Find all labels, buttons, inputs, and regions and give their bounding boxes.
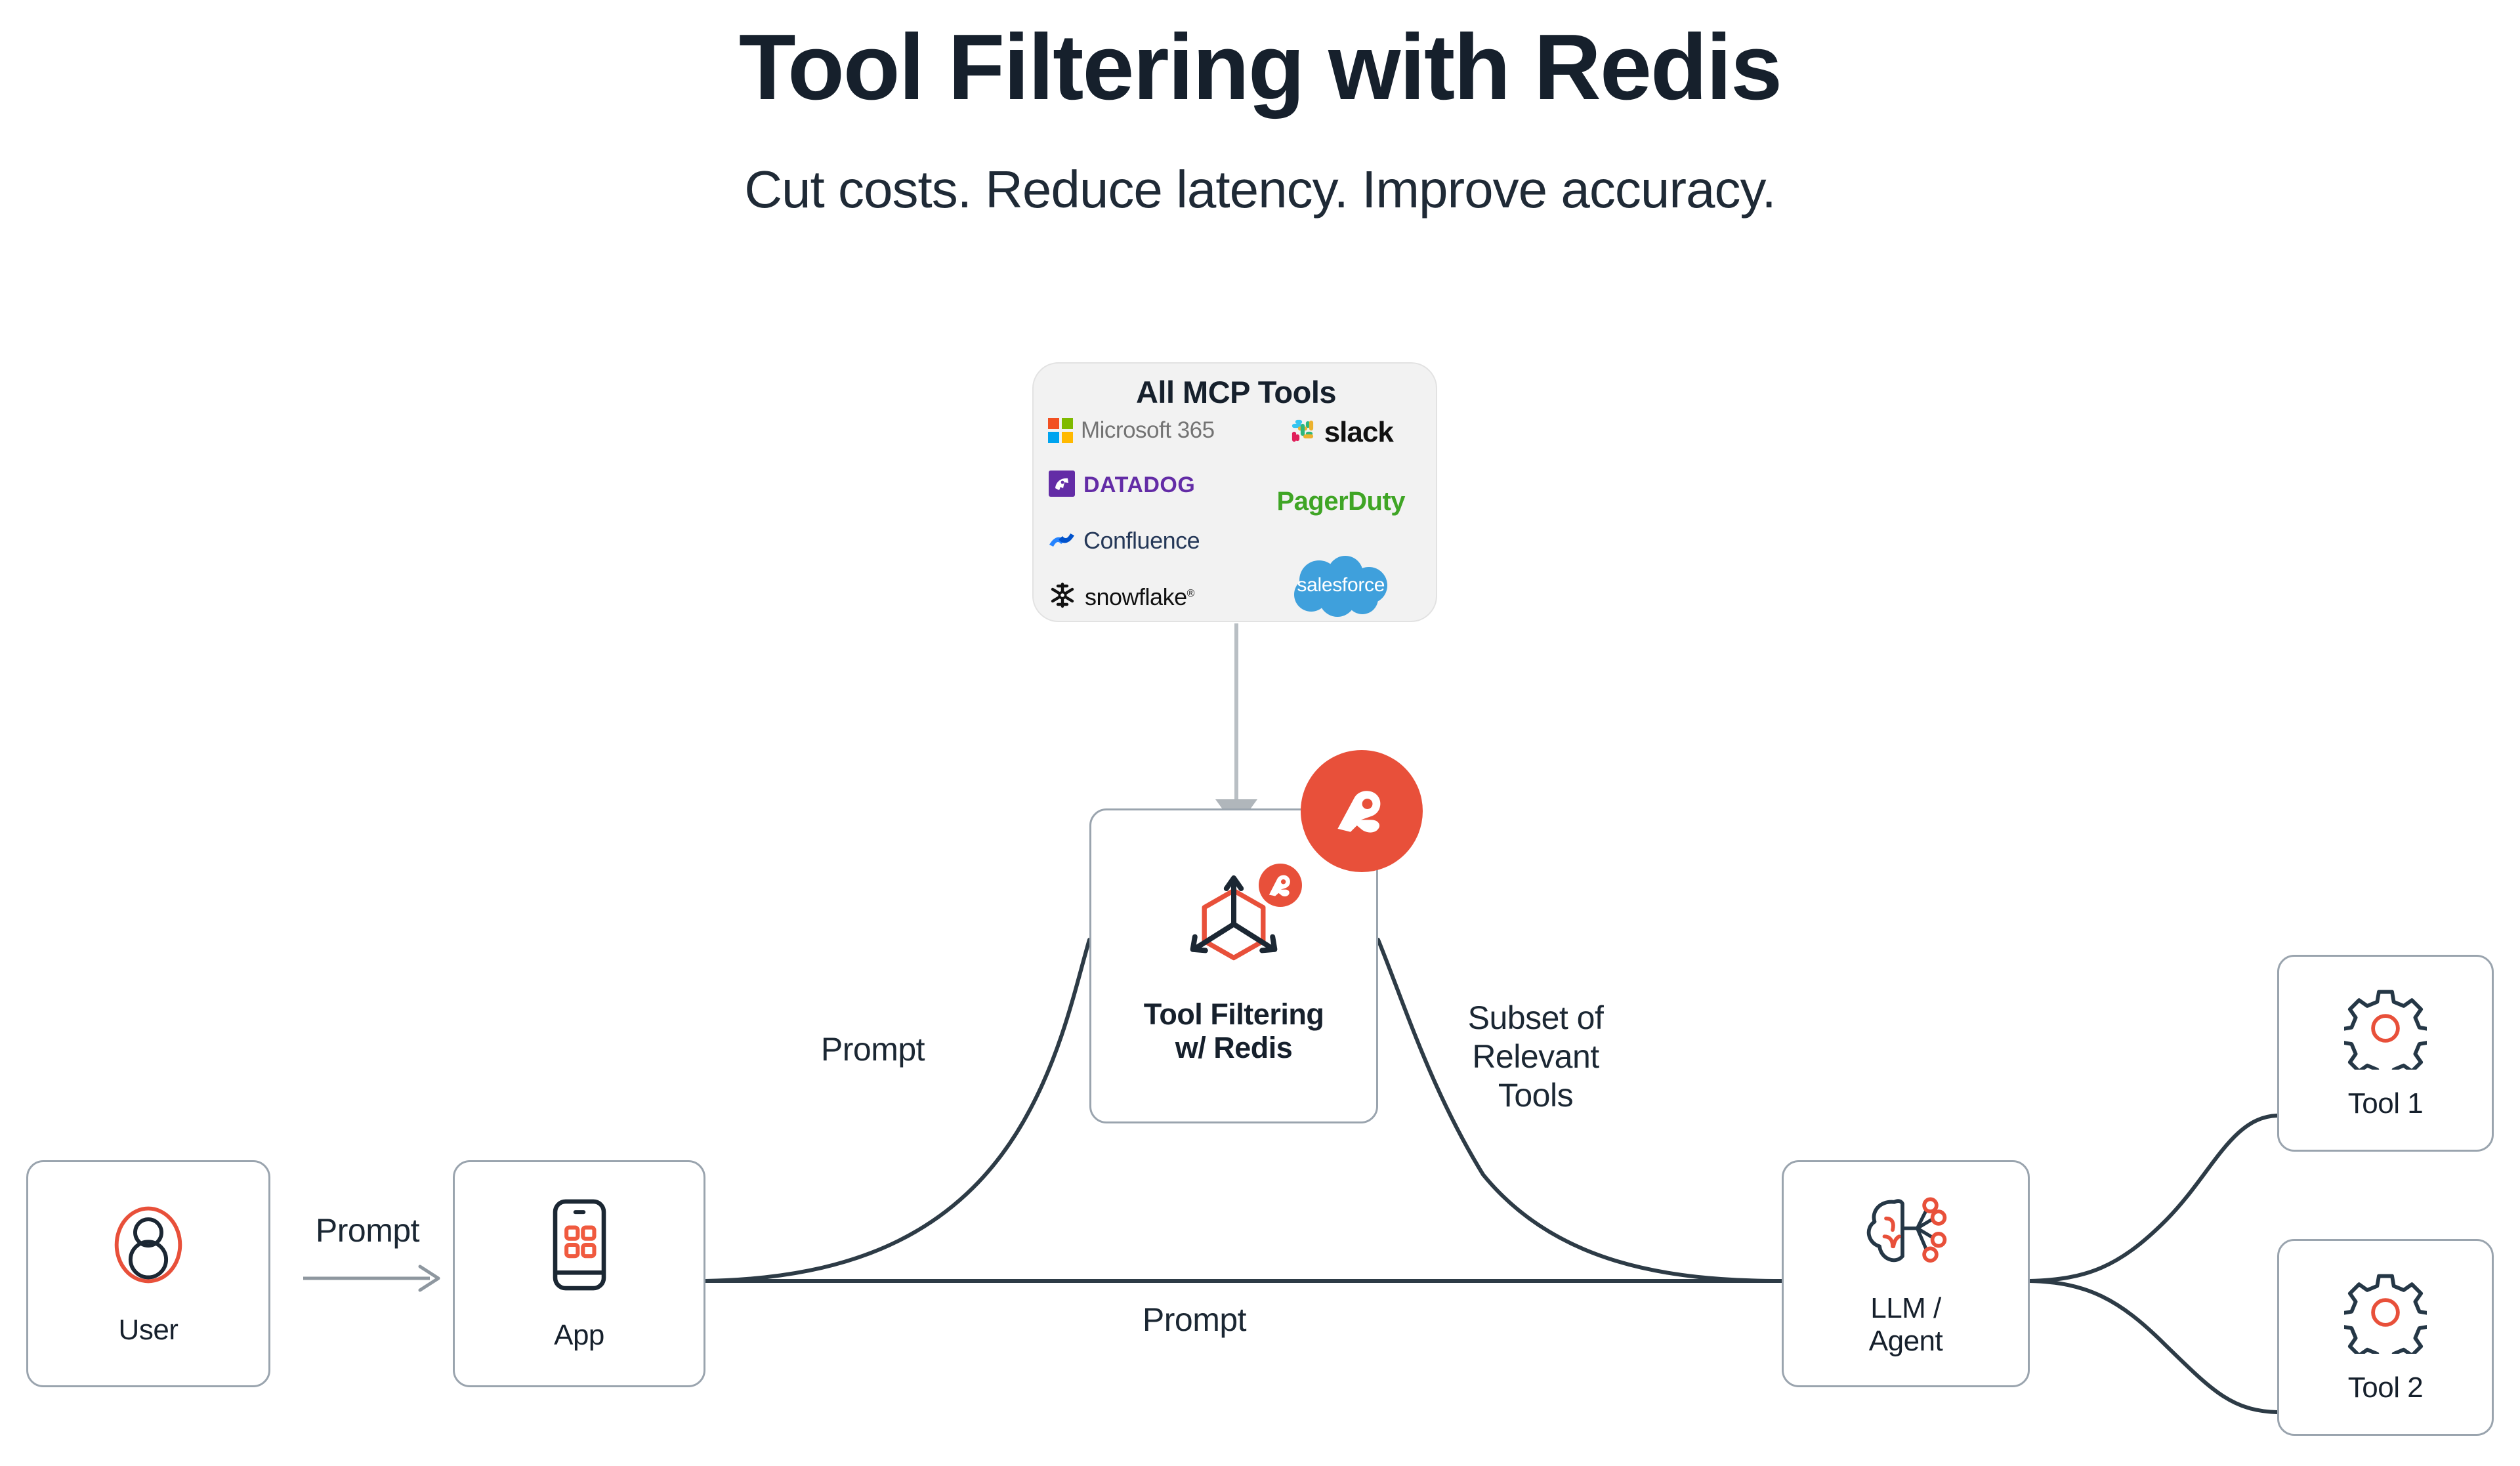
node-label: Tool 1: [2347, 1087, 2424, 1120]
edge-label-line2: Relevant: [1472, 1038, 1599, 1075]
node-tool-2[interactable]: Tool 2: [2277, 1239, 2494, 1436]
node-label-line2: Agent: [1868, 1324, 1943, 1357]
mcp-item-label: Confluence: [1083, 527, 1200, 554]
mcp-left-column: Microsoft 365 DATADOG: [1034, 413, 1244, 621]
mcp-right-column: slack PagerDuty: [1244, 413, 1439, 621]
confluence-logo-icon: [1048, 528, 1076, 555]
edge-label-line1: Subset of: [1467, 999, 1604, 1036]
user-avatar-icon: [110, 1202, 187, 1291]
edge-label-app-to-filter: Prompt: [820, 1031, 925, 1068]
link-app-to-filter: [704, 938, 1091, 1283]
mcp-panel-title: All MCP Tools: [1135, 375, 1337, 409]
page-subtitle: Cut costs. Reduce latency. Improve accur…: [744, 160, 1776, 219]
node-tool-1[interactable]: Tool 1: [2277, 955, 2494, 1152]
gear-icon: [2340, 987, 2431, 1081]
mcp-item-slack: slack: [1289, 416, 1394, 449]
all-mcp-tools-panel: All MCP Tools Microsoft 365 DATADOG: [1032, 362, 1437, 622]
link-llm-to-tool1: [2028, 1114, 2279, 1283]
mcp-item-label: PagerDuty: [1276, 486, 1406, 516]
node-label-line1: Tool Filtering: [1143, 997, 1324, 1032]
mcp-item-confluence: Confluence: [1048, 527, 1244, 555]
link-filter-to-llm: [1376, 938, 1784, 1283]
mcp-item-datadog: DATADOG: [1048, 470, 1244, 501]
link-mcp-to-filter: [1215, 623, 1257, 828]
link-llm-to-tool2: [2028, 1279, 2279, 1414]
page-title: Tool Filtering with Redis: [738, 15, 1782, 119]
mcp-item-label: snowflake®: [1085, 583, 1194, 610]
mcp-item-microsoft: Microsoft 365: [1048, 417, 1244, 444]
brain-network-icon: [1857, 1190, 1955, 1278]
edge-label-app-to-llm: Prompt: [1142, 1301, 1247, 1338]
slack-logo-icon: [1289, 417, 1316, 448]
salesforce-cloud-icon: [1294, 556, 1388, 617]
node-label-line2: w/ Redis: [1175, 1030, 1293, 1064]
gear-icon: [2340, 1271, 2431, 1366]
node-label-line1: LLM /: [1870, 1292, 1941, 1325]
node-app[interactable]: App: [453, 1160, 705, 1387]
datadog-logo-icon: [1048, 470, 1076, 501]
mobile-app-icon: [543, 1196, 616, 1297]
node-user[interactable]: User: [26, 1160, 270, 1387]
redis-badge-small-icon: [1259, 864, 1302, 910]
redis-logo-icon: [1301, 750, 1423, 872]
edge-label-user-to-app: Prompt: [315, 1212, 420, 1249]
mcp-item-salesforce: salesforce: [1285, 554, 1396, 617]
node-label: App: [554, 1318, 604, 1351]
node-label: Tool 2: [2347, 1371, 2424, 1404]
mcp-item-label: salesforce: [1297, 574, 1385, 596]
node-llm-agent[interactable]: LLM / Agent: [1782, 1160, 2030, 1387]
vector-cube-icon: [1176, 864, 1302, 976]
mcp-item-pagerduty: PagerDuty: [1276, 487, 1405, 516]
link-user-to-app: [303, 1265, 440, 1292]
edge-label-line3: Tools: [1498, 1077, 1574, 1114]
node-label: User: [118, 1313, 178, 1346]
snowflake-logo-icon: [1048, 581, 1077, 613]
mcp-item-label: slack: [1324, 416, 1394, 448]
mcp-item-label: DATADOG: [1083, 472, 1196, 497]
mcp-item-label: Microsoft 365: [1081, 417, 1215, 443]
edge-label-filter-to-llm: Subset of Relevant Tools: [1418, 999, 1654, 1115]
mcp-item-snowflake: snowflake®: [1048, 581, 1244, 613]
microsoft-logo-icon: [1048, 418, 1073, 443]
